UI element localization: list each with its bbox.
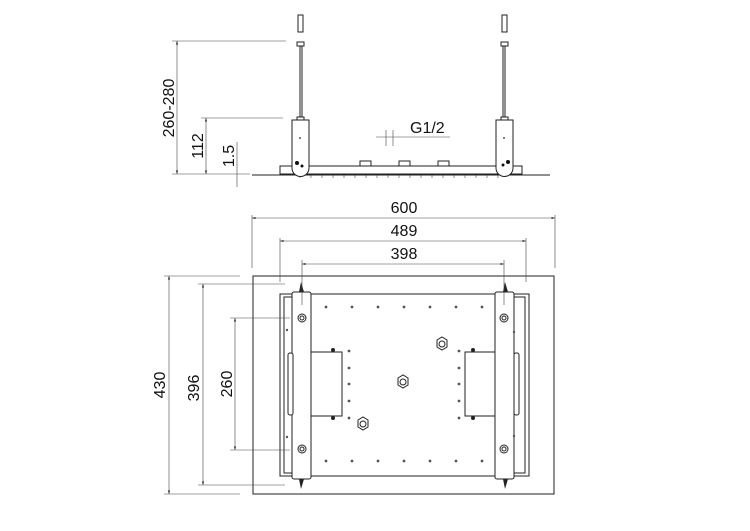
nozzle-dots: [285, 305, 516, 463]
dim-overall-width: 600: [391, 200, 418, 217]
dim-plate-thickness: 1.5: [221, 145, 238, 167]
rail-bolts: [297, 313, 509, 454]
dim-overall-depth: 430: [152, 372, 169, 399]
right-hanger: [495, 14, 514, 177]
dim-bracket-width: 489: [391, 223, 418, 240]
dim-bracket-depth: 396: [186, 375, 203, 402]
dim-body-height: 112: [190, 133, 207, 159]
dim-height-range: 260-280: [161, 79, 178, 138]
inlet-center: [398, 160, 411, 167]
dim-mount-depth: 260: [219, 371, 236, 398]
nozzles: [299, 175, 499, 178]
top-view: 600 489 398 430 396 260: [152, 200, 556, 495]
dim-mount-width: 398: [391, 246, 418, 263]
side-box-right: [464, 351, 496, 417]
inlet-right: [437, 160, 450, 167]
body-bar: [279, 165, 523, 175]
side-view: 260-280 112 1.5 G1/2: [161, 14, 550, 187]
dim-connection: G1/2: [410, 120, 445, 137]
left-hanger: [291, 14, 310, 177]
side-box-left: [310, 351, 343, 417]
outer-plate: [252, 275, 555, 495]
inlet-left: [359, 160, 372, 167]
inlet-nuts: [357, 336, 448, 431]
